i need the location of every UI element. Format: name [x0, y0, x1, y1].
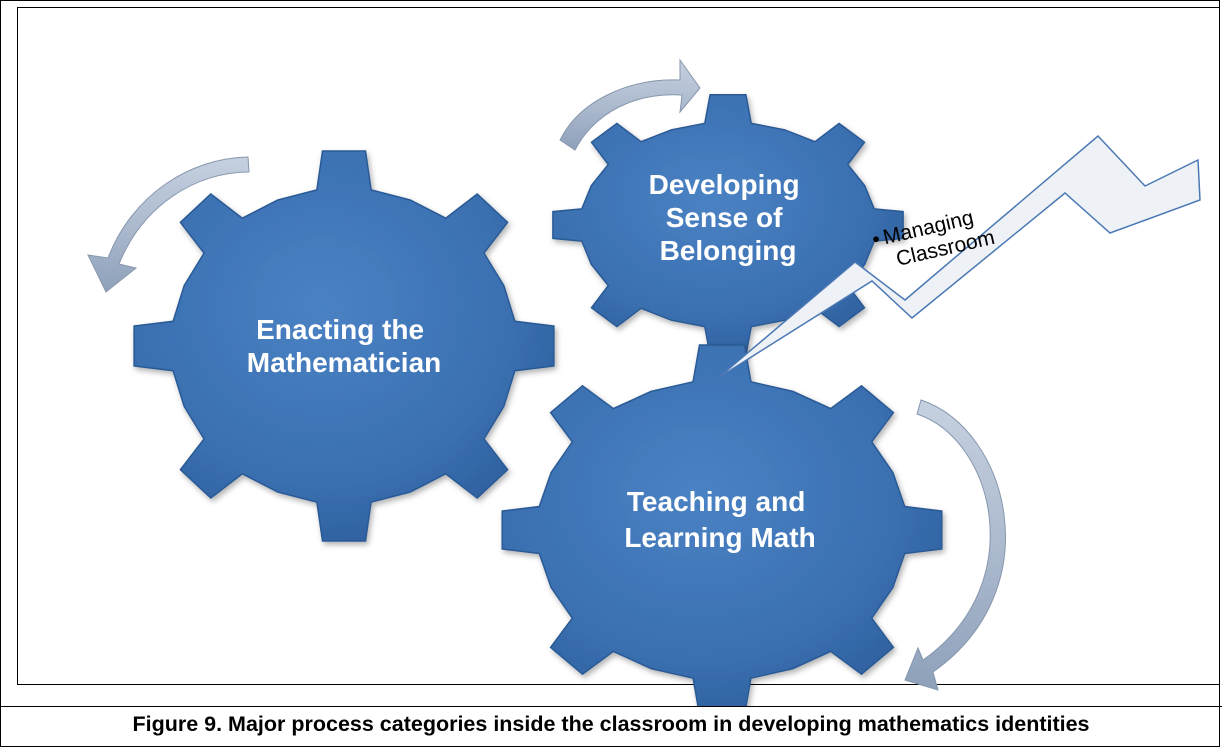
gear-label-line: Teaching and: [627, 486, 805, 517]
diagram-panel: [17, 7, 1220, 685]
gear-developing-sense-of-belonging: [552, 93, 904, 357]
gear-label-line: Mathematician: [247, 347, 442, 378]
gear-label-enacting: Enacting the Mathematician: [247, 314, 442, 378]
figure-caption: Figure 9. Major process categories insid…: [132, 712, 1090, 736]
rotation-arrow-top-icon: [559, 58, 701, 151]
gear-label-belonging: Developing Sense of Belonging: [649, 169, 808, 266]
gear-label-line: Belonging: [660, 235, 797, 266]
gear-label-line: Developing: [649, 169, 800, 200]
gears-diagram: Enacting the Mathematician Developing Se…: [87, 58, 1201, 706]
gear-teaching-and-learning-math: [501, 344, 943, 706]
gear-enacting-the-mathematician: [133, 150, 555, 542]
caption-divider: [0, 706, 1222, 707]
rotation-arrow-right-icon: [904, 399, 1006, 691]
gear-label-line: Enacting the: [256, 314, 424, 345]
gear-label-line: Sense of: [666, 202, 783, 233]
gear-label-teaching: Teaching and Learning Math: [624, 486, 815, 553]
gear-label-line: Learning Math: [624, 522, 815, 553]
rotation-arrow-left-icon: [87, 156, 250, 293]
callout-lightning-shape: [717, 134, 1201, 379]
